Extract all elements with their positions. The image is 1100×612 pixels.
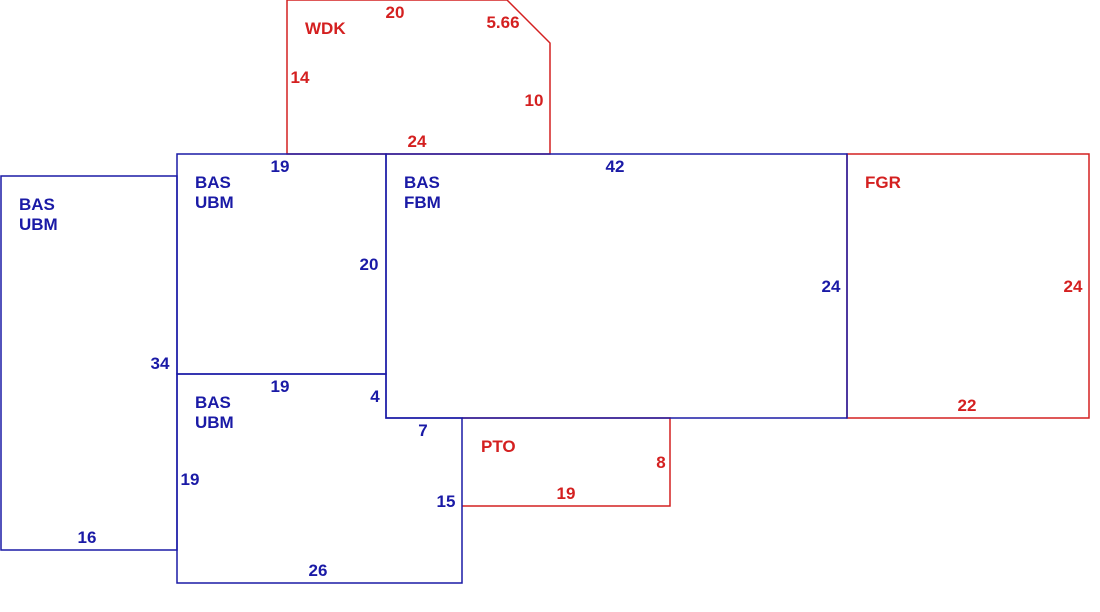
fgr-label: FGR [865,173,901,192]
dim-mid-bottom-step: 4 [370,387,380,406]
dim-mid-bottom-notch: 7 [418,421,427,440]
dim-mid-bottom-left: 19 [181,470,200,489]
bas-mid-bottom-code: BAS [195,393,231,412]
dim-left-height: 34 [151,354,170,373]
dim-mid-bottom-width: 26 [309,561,328,580]
bas-main-sub: FBM [404,193,441,212]
dim-wdk-diag: 5.66 [486,13,519,32]
dim-wdk-left: 14 [291,68,310,87]
dim-wdk-bottom: 24 [408,132,427,151]
dim-pto-width: 19 [557,484,576,503]
dim-main-width: 42 [606,157,625,176]
bas-left-sub: UBM [19,215,58,234]
pto-label: PTO [481,437,516,456]
bas-main-outline [385,153,848,419]
dim-mid-top-width: 19 [271,157,290,176]
dim-wdk-top: 20 [386,3,405,22]
dim-pto-height: 8 [656,453,665,472]
dim-fgr-height: 24 [1064,277,1083,296]
bas-main-code: BAS [404,173,440,192]
dim-mid-bottom-top: 19 [271,377,290,396]
fgr-outline [846,153,1090,419]
dim-fgr-width: 22 [958,396,977,415]
dim-mid-bottom-right: 15 [437,492,456,511]
bas-mid-top-sub: UBM [195,193,234,212]
dim-mid-top-height: 20 [360,255,379,274]
dim-left-width: 16 [78,528,97,547]
dim-wdk-right: 10 [525,91,544,110]
wdk-label: WDK [305,19,346,38]
wdk-outline [286,0,551,155]
dim-main-height: 24 [822,277,841,296]
bas-left-code: BAS [19,195,55,214]
bas-mid-top-code: BAS [195,173,231,192]
bas-mid-bottom-sub: UBM [195,413,234,432]
